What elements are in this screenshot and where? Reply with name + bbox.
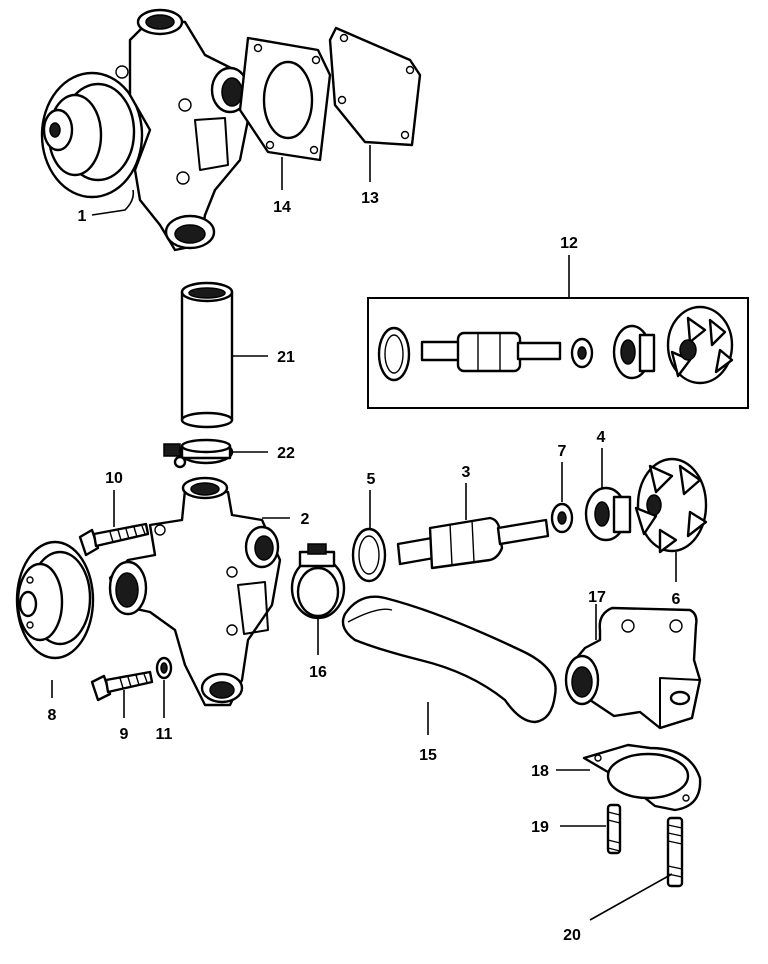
callout-18: 18	[531, 763, 549, 780]
pump-housing	[108, 476, 282, 707]
callout-19: 19	[531, 819, 549, 836]
water-pump-assembly	[40, 8, 252, 252]
callout-17: 17	[588, 589, 606, 606]
callout-4: 4	[597, 429, 606, 446]
thermostat-housing	[564, 606, 702, 730]
pump-gasket	[238, 36, 332, 162]
callout-10: 10	[105, 470, 123, 487]
long-stud	[666, 816, 684, 888]
shaft-bearing	[396, 516, 550, 570]
callout-21: 21	[277, 349, 295, 366]
cover-plate	[328, 26, 422, 147]
repair-kit-box	[367, 297, 749, 409]
pump-pulley	[15, 540, 95, 660]
callout-15: 15	[419, 747, 437, 764]
short-bolt	[90, 670, 154, 702]
callout-11: 11	[156, 726, 173, 743]
o-ring	[351, 527, 387, 583]
callout-12: 12	[560, 235, 578, 252]
callout-22: 22	[277, 445, 295, 462]
impeller	[634, 457, 708, 554]
hose-clamp	[290, 543, 346, 620]
tube-clamp	[163, 438, 234, 469]
callout-1: 1	[78, 208, 87, 225]
short-stud	[606, 803, 622, 855]
thrust-washer	[550, 502, 574, 534]
callout-9: 9	[120, 726, 129, 743]
callout-7: 7	[558, 443, 567, 460]
callout-3: 3	[462, 464, 471, 481]
callout-8: 8	[48, 707, 57, 724]
pump-seal	[584, 486, 632, 542]
long-bolt	[78, 522, 150, 557]
bolt-washer	[155, 656, 173, 680]
callout-5: 5	[367, 471, 376, 488]
coolant-hose	[341, 595, 557, 724]
callout-6: 6	[672, 591, 681, 608]
callout-2: 2	[301, 511, 310, 528]
callout-20: 20	[563, 927, 581, 944]
bypass-tube	[180, 281, 234, 429]
thermostat-gasket	[582, 743, 702, 812]
callout-13: 13	[361, 190, 379, 207]
callout-14: 14	[273, 199, 291, 216]
callout-16: 16	[309, 664, 327, 681]
